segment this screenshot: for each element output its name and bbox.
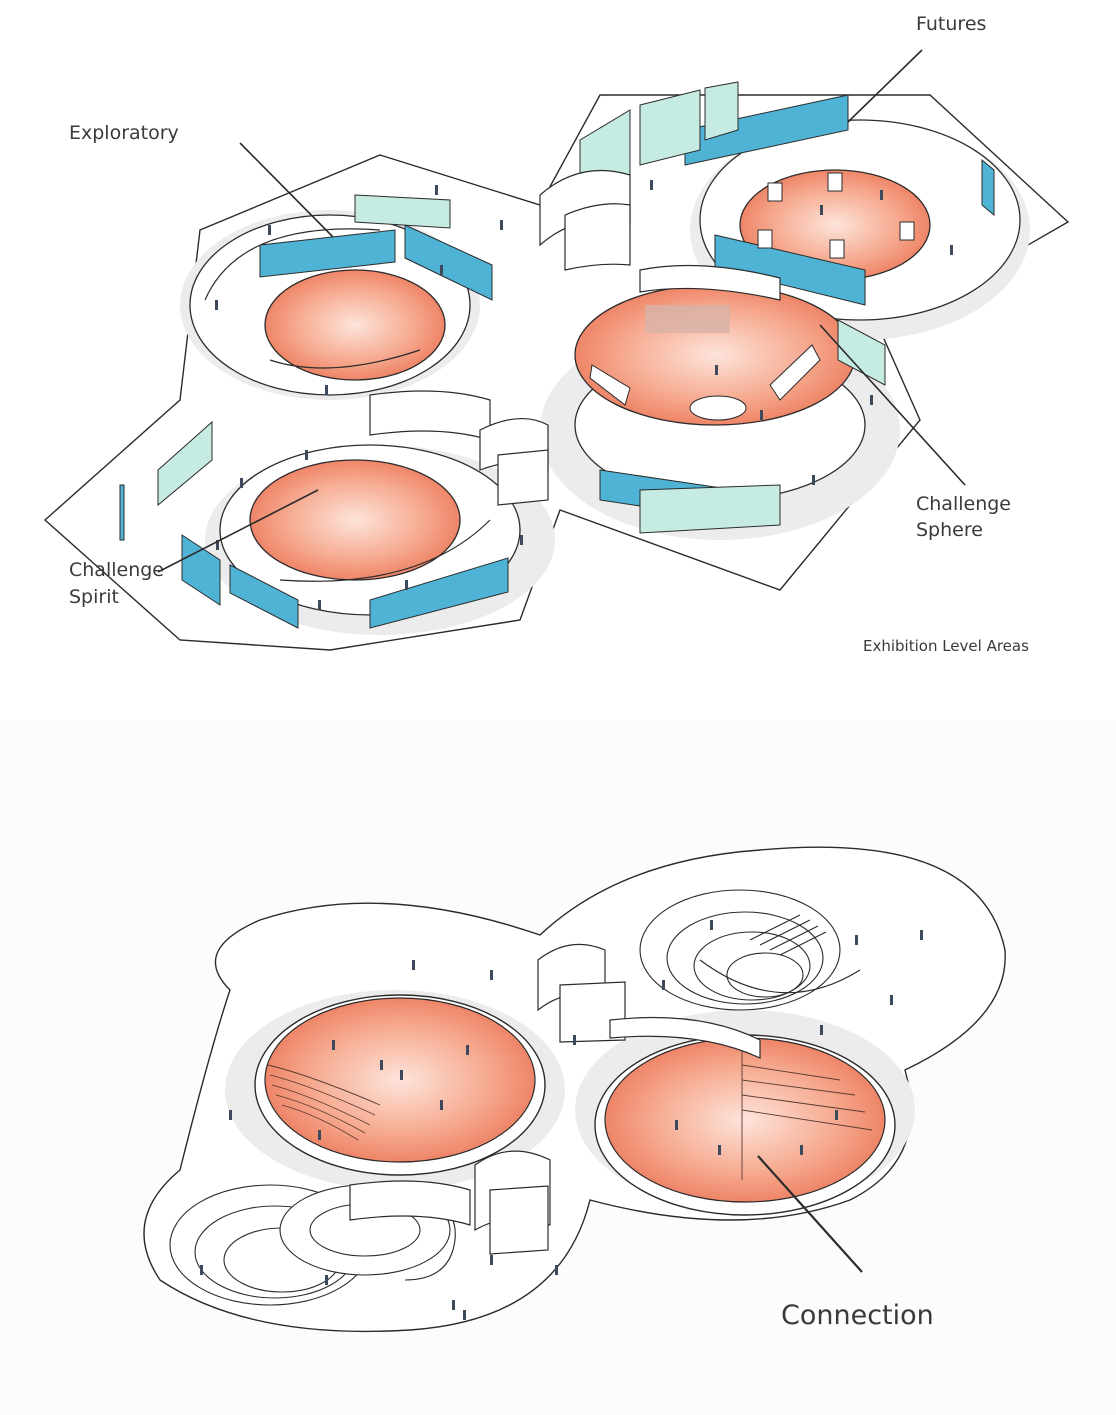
spirit-blue-panel-1 [181, 534, 221, 606]
caption-exhibition-level-areas: Exhibition Level Areas [863, 637, 1029, 655]
spirit-mint-panel [157, 420, 213, 507]
challenge-spirit-room [119, 420, 521, 629]
connection-level-illustration [143, 846, 1006, 1333]
leader-spirit [157, 489, 319, 573]
sphere-mint-panel-2 [837, 319, 886, 386]
leader-exploratory [239, 142, 334, 238]
spirit-wall-blade [119, 484, 125, 541]
label-exploratory: Exploratory [69, 122, 179, 144]
central-walls [369, 169, 781, 506]
connection-central-walls [349, 943, 761, 1255]
connection-level-diagram: Connection [0, 720, 1116, 1415]
label-challenge-spirit-line1: Challenge [69, 559, 164, 581]
exploratory-mint-panel [354, 194, 451, 229]
label-challenge-spirit-line2: Spirit [69, 586, 119, 608]
right-bowl [594, 1034, 896, 1216]
label-challenge-sphere-line1: Challenge [916, 493, 1011, 515]
futures-mint-panel-2 [639, 89, 701, 166]
spirit-blue-panel-2 [229, 564, 299, 629]
leader-futures [847, 49, 923, 123]
spiral-amphitheatre-top [639, 889, 861, 1011]
spirit-blue-panel-3 [369, 557, 509, 629]
leader-sphere [819, 324, 966, 486]
futures-blue-panel-1 [714, 234, 866, 306]
exploratory-room [189, 194, 493, 396]
label-futures: Futures [916, 13, 987, 35]
label-connection: Connection [781, 1300, 934, 1331]
futures-room [579, 81, 1021, 321]
challenge-sphere-room [574, 284, 886, 534]
futures-cylinders [757, 172, 915, 259]
futures-blue-panel-3 [981, 158, 995, 217]
exploratory-blue-panel-2 [404, 224, 493, 301]
futures-mint-panel-3 [704, 81, 739, 141]
connection-visitor-figures [200, 920, 923, 1320]
left-bowl [254, 994, 546, 1176]
exhibition-level-illustration [43, 49, 1070, 651]
exhibition-level-diagram: Futures Exploratory Challenge Sphere Cha… [0, 0, 1116, 705]
visitor-figures [215, 180, 953, 610]
exploratory-blue-panel-1 [259, 229, 396, 278]
label-challenge-sphere-line2: Sphere [916, 519, 983, 541]
sphere-mint-panel-1 [639, 484, 781, 534]
leader-connection [757, 1155, 863, 1273]
